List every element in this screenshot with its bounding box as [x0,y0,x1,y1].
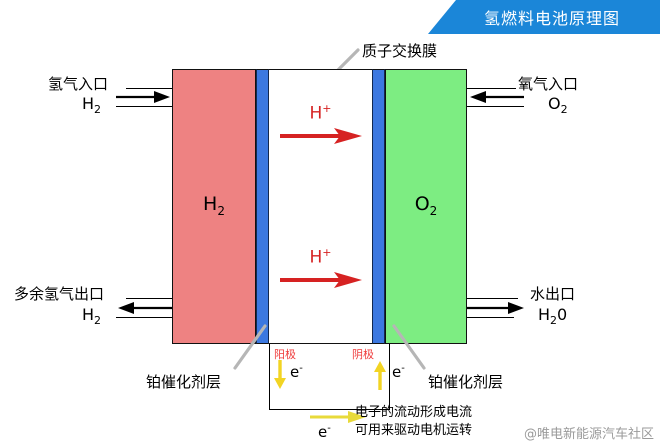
legend-electron-charge: - [327,423,331,434]
anode-gas-label: H2 [173,193,255,218]
callout-catalyst-left-leader-icon [233,324,267,370]
hydrogen-inlet-label: 氢气入口 [48,75,109,93]
legend-line-2: 可用来驱动电机运转 [355,423,473,438]
proton-top-charge: + [322,102,332,115]
callout-membrane-label: 质子交换膜 [362,42,438,60]
hydrogen-inlet-formula: H2 [82,94,101,116]
hydrogen-inlet-pipe-bottom [116,106,174,107]
proton-flow-bottom: H+ [269,247,372,290]
legend-line-1: 电子的流动形成电流 [355,405,473,420]
oxygen-inlet-formula: O2 [548,94,568,116]
cathode-gas-label: O2 [386,193,466,218]
hydrogen-inlet-formula-sub: 2 [94,103,102,117]
cathode-gas-label-sub: 2 [429,203,438,218]
hydrogen-inlet-arrow-icon [116,91,170,103]
external-circuit-box [269,344,390,410]
oxygen-inlet-formula-sub: 2 [560,103,568,117]
electron-arrow-up-icon [374,361,386,390]
hydrogen-outlet-formula: H2 [82,305,101,327]
proton-flow-top-label: H+ [269,103,372,123]
hydrogen-inlet-pipe-top [126,88,174,89]
water-outlet-formula-main: H [538,305,551,324]
cell-stack: H2 O2 [172,69,467,344]
proton-top-symbol: H [309,103,323,124]
hydrogen-outlet-formula-sub: 2 [94,314,102,328]
cathode-gas-label-main: O [414,193,430,215]
callout-catalyst-right-label: 铂催化剂层 [428,373,504,391]
legend-electron-symbol: e [318,423,328,441]
electrolyte-gap [269,69,372,344]
water-outlet-pipe-top [466,298,518,299]
water-outlet-label: 水出口 [530,285,576,303]
water-outlet-formula-tail: 0 [557,305,568,324]
hydrogen-inlet-formula-main: H [82,94,95,113]
electron-left-symbol: e [290,363,300,381]
cathode-gas-chamber: O2 [385,69,467,344]
oxygen-inlet-formula-main: O [548,94,561,113]
cathode-label: 阴极 [352,348,374,361]
electron-arrow-down-icon [274,360,286,389]
electron-right-charge: - [401,363,405,374]
legend-electron-label: e- [318,423,331,441]
proton-flow-top-arrow-icon [279,127,362,144]
proton-flow-bottom-label: H+ [269,247,372,267]
callout-catalyst-left-label: 铂催化剂层 [146,373,222,391]
hydrogen-outlet-label: 多余氢气出口 [14,285,105,303]
anode-gas-label-sub: 2 [217,203,225,218]
anode-gas-chamber: H2 [172,69,256,344]
proton-bottom-symbol: H [309,247,323,268]
header-banner: 氢燃料电池原理图 [428,0,660,34]
watermark: @唯电新能源汽车社区 [523,427,654,442]
electron-right-symbol: e [392,363,402,381]
water-outlet-formula-sub: 2 [550,314,558,328]
hydrogen-outlet-pipe-bottom [116,317,174,318]
proton-bottom-charge: + [322,246,332,259]
hydrogen-outlet-arrow-icon [118,302,174,314]
proton-flow-top: H+ [269,103,372,146]
proton-flow-bottom-arrow-icon [279,271,362,288]
proton-exchange-membrane-left [256,69,269,344]
electron-label-left: e- [290,363,303,381]
water-outlet-pipe-bottom [466,317,514,318]
callout-catalyst-right-leader-icon [392,324,426,370]
hydrogen-outlet-pipe-top [126,298,174,299]
oxygen-inlet-label: 氧气入口 [518,75,579,93]
legend-electron-arrow-icon [310,411,366,423]
oxygen-inlet-pipe-top [466,88,516,89]
proton-exchange-membrane-right [372,69,385,344]
hydrogen-outlet-formula-main: H [82,305,95,324]
anode-label: 阳极 [274,348,296,361]
anode-gas-label-main: H [203,193,218,215]
oxygen-inlet-pipe-bottom [466,106,524,107]
water-outlet-formula: H20 [538,305,567,327]
oxygen-inlet-arrow-icon [470,91,524,103]
electron-left-charge: - [299,363,303,374]
banner-title: 氢燃料电池原理图 [483,9,620,28]
water-outlet-arrow-icon [466,302,524,314]
electron-label-right: e- [392,363,405,381]
